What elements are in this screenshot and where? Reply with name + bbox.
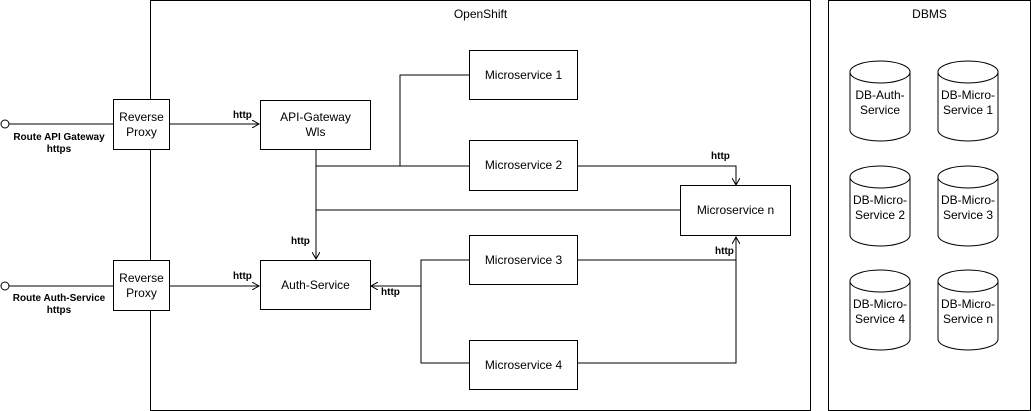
db-micro-service-1: DB-Micro- Service 1 xyxy=(937,60,999,142)
database-cylinder-icon xyxy=(937,165,999,247)
edge-label-ms3-msn: http xyxy=(715,246,734,257)
route-api-gateway-label: Route API Gateway https xyxy=(13,132,105,155)
auth-service-node: Auth-Service xyxy=(260,260,371,310)
ms2-to-msn-edge xyxy=(578,165,736,185)
microservice-n-node: Microservice n xyxy=(680,185,791,236)
db-label: DB-Micro- Service 2 xyxy=(853,193,907,222)
microservice-3-node: Microservice 3 xyxy=(469,235,578,285)
edge-label-ms2-msn: http xyxy=(711,151,730,162)
microservice-4-node: Microservice 4 xyxy=(469,340,578,390)
db-micro-service-3: DB-Micro- Service 3 xyxy=(937,165,999,247)
ms3-to-msn-edge xyxy=(578,237,736,261)
db-label: DB-Micro- Service 1 xyxy=(941,88,995,117)
edge-label-proxy-auth: http xyxy=(233,271,252,282)
db-label: DB-Auth- Service xyxy=(855,88,905,117)
ms3-ms4-bus xyxy=(420,259,469,364)
dbms-title: DBMS xyxy=(912,7,947,21)
route-api-endpoint xyxy=(0,119,10,129)
reverse-proxy-bottom: Reverse Proxy xyxy=(113,260,170,311)
ms4-to-msn-edge xyxy=(578,237,737,364)
route-auth-service-label: Route Auth-Service https xyxy=(12,293,106,316)
db-label: DB-Micro- Service 3 xyxy=(941,193,995,222)
database-cylinder-icon xyxy=(849,60,911,142)
database-cylinder-icon xyxy=(849,269,911,351)
database-cylinder-icon xyxy=(937,269,999,351)
db-micro-service-2: DB-Micro- Service 2 xyxy=(849,165,911,247)
microservice-1-node: Microservice 1 xyxy=(469,50,578,100)
edge-label-ms3-auth: http xyxy=(381,287,400,298)
edge-label-proxy-gateway: http xyxy=(233,110,252,121)
microservice-2-node: Microservice 2 xyxy=(469,140,578,191)
gateway-to-ms1-edge xyxy=(399,74,469,166)
api-gateway-node: API-Gateway Wls xyxy=(260,100,371,150)
openshift-title: OpenShift xyxy=(453,7,508,21)
db-label: DB-Micro- Service n xyxy=(941,297,995,326)
reverse-proxy-top: Reverse Proxy xyxy=(113,99,170,150)
db-auth-service: DB-Auth- Service xyxy=(849,60,911,142)
edge-label-gateway-auth: http xyxy=(291,236,310,247)
route-auth-endpoint xyxy=(0,281,10,291)
db-micro-service-4: DB-Micro- Service 4 xyxy=(849,269,911,351)
database-cylinder-icon xyxy=(849,165,911,247)
db-micro-service-n: DB-Micro- Service n xyxy=(937,269,999,351)
database-cylinder-icon xyxy=(937,60,999,142)
db-label: DB-Micro- Service 4 xyxy=(853,297,907,326)
